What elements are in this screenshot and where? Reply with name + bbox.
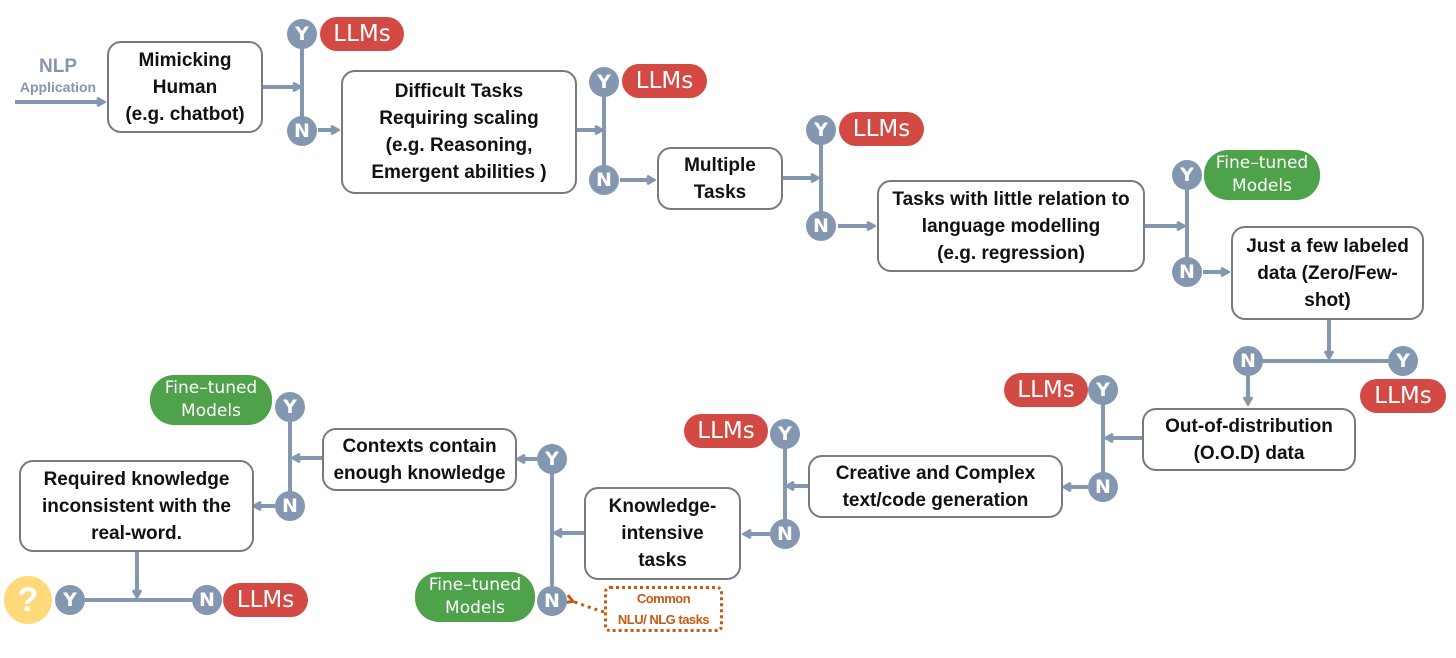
node-no-10: N [192, 585, 222, 615]
node-yes-2: Y [589, 67, 619, 97]
box-contexts[interactable]: Contexts contain enough knowledge [322, 428, 517, 491]
note-common-tasks: Common NLU/ NLG tasks [604, 586, 723, 632]
node-yes-3: Y [806, 115, 836, 145]
start-label: NLP Application [8, 56, 108, 96]
box-difficult-tasks[interactable]: Difficult Tasks Requiring scaling (e.g. … [341, 70, 577, 194]
note-arrow [572, 601, 605, 614]
outcome-finetuned-4: Fine–tuned Models [1204, 150, 1320, 200]
box-creative[interactable]: Creative and Complex text/code generatio… [808, 455, 1063, 518]
start-subtitle: Application [19, 79, 97, 95]
outcome-llms-7: LLMs [684, 414, 768, 448]
node-no-6: N [1088, 472, 1118, 502]
outcome-llms-2: LLMs [622, 64, 707, 98]
node-yes-10: Y [55, 585, 85, 615]
box-mimicking-human[interactable]: Mimicking Human (e.g. chatbot) [107, 41, 263, 133]
node-no-8: N [537, 586, 567, 616]
box-ood[interactable]: Out-of-distribution (O.O.D) data [1142, 408, 1356, 471]
node-yes-7: Y [770, 419, 800, 449]
node-no-2: N [589, 165, 619, 195]
node-yes-4: Y [1172, 160, 1202, 190]
node-yes-6: Y [1088, 375, 1118, 405]
node-no-1: N [287, 116, 317, 146]
node-no-3: N [806, 211, 836, 241]
node-yes-1: Y [287, 19, 317, 49]
node-yes-9: Y [275, 392, 305, 422]
outcome-unknown-icon: ? [4, 576, 52, 624]
node-no-9: N [275, 491, 305, 521]
outcome-llms-3: LLMs [839, 112, 924, 146]
box-little-relation[interactable]: Tasks with little relation to language m… [877, 180, 1145, 272]
node-no-5: N [1233, 346, 1263, 376]
node-yes-8: Y [537, 444, 567, 474]
outcome-finetuned-8: Fine–tuned Models [415, 572, 535, 622]
box-multiple-tasks[interactable]: Multiple Tasks [657, 147, 783, 210]
outcome-llms-5: LLMs [1360, 379, 1446, 413]
outcome-finetuned-9: Fine–tuned Models [150, 375, 272, 425]
node-no-7: N [770, 519, 800, 549]
node-yes-5: Y [1388, 346, 1418, 376]
outcome-llms-6: LLMs [1004, 373, 1088, 407]
node-no-4: N [1172, 257, 1202, 287]
box-required-knowledge[interactable]: Required knowledge inconsistent with the… [19, 460, 254, 552]
start-title: NLP [39, 56, 77, 77]
outcome-llms-1: LLMs [320, 17, 404, 51]
outcome-llms-10: LLMs [223, 583, 308, 617]
box-few-labeled[interactable]: Just a few labeled data (Zero/Few- shot) [1231, 226, 1424, 320]
box-knowledge-intensive[interactable]: Knowledge- intensive tasks [584, 487, 741, 580]
